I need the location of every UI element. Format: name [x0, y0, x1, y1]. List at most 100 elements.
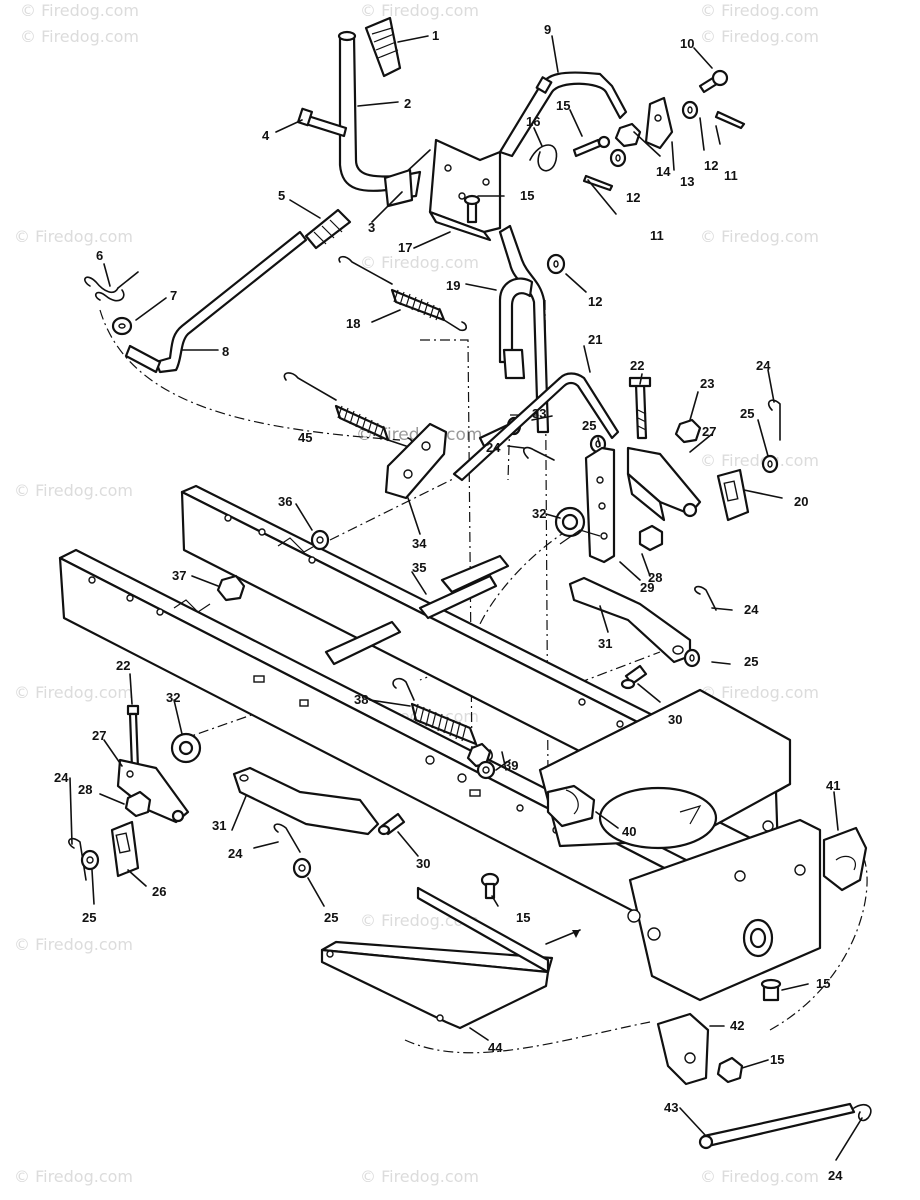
- frame-front: [627, 818, 822, 1002]
- bolt-15-upper: [572, 135, 611, 158]
- watermark-text: © Firedog.com: [700, 27, 819, 46]
- callout-8: 8: [222, 344, 229, 359]
- bolt-30-right: [620, 664, 648, 690]
- callout-24-right-mid: 24: [744, 602, 759, 617]
- pin-11-mid: [582, 174, 614, 192]
- callout-12-mid: 12: [626, 190, 640, 205]
- callout-11-mid: 11: [650, 228, 664, 243]
- brake-arm-31-right: [568, 576, 692, 664]
- bracket-41: [822, 826, 868, 892]
- pivot-plate-29: [584, 446, 616, 564]
- watermark-text: © Firedog.com: [700, 1167, 819, 1186]
- shift-plate-17: [428, 138, 502, 242]
- bolt-15-lower-mid: [480, 872, 500, 900]
- callout-33: 33: [532, 406, 546, 421]
- callout-22-left: 22: [116, 658, 130, 673]
- lever-26: [110, 820, 140, 878]
- callout-39: 39: [504, 758, 518, 773]
- nut-23: [674, 418, 702, 444]
- watermark-text: © Firedog.com: [700, 227, 819, 246]
- callout-20: 20: [794, 494, 808, 509]
- callout-24-center: 24: [486, 440, 501, 455]
- watermark-text: © Firedog.com: [14, 1167, 133, 1186]
- pulley-32-left: [170, 732, 202, 764]
- callout-labels: 1 2 3 4 5 6 7 8 9 10 11 11 12 12 12 13 1…: [54, 22, 843, 1183]
- lever-grip-5: [304, 208, 352, 250]
- callout-24-left-mid: 24: [228, 846, 243, 861]
- callout-28-left: 28: [78, 782, 92, 797]
- callout-18: 18: [346, 316, 360, 331]
- watermark-text: © Firedog.com: [360, 1, 479, 20]
- rod-21: [452, 372, 620, 482]
- callout-14: 14: [656, 164, 671, 179]
- watermark-text: © Firedog.com: [700, 1, 819, 20]
- bracket-42: [656, 1012, 710, 1086]
- spring-6: [84, 271, 139, 302]
- pin-24-right-top: [767, 399, 781, 441]
- callout-22-right: 22: [630, 358, 644, 373]
- nut-39: [466, 742, 507, 780]
- bracket-27-left: [116, 758, 190, 824]
- callout-26: 26: [152, 884, 166, 899]
- nut-28-left: [124, 790, 152, 818]
- callout-17: 17: [398, 240, 412, 255]
- bolt-15-front: [760, 978, 782, 1002]
- leader-lines: [69, 35, 863, 1161]
- watermark-text: © Firedog.com: [14, 935, 133, 954]
- washer-12-top: [681, 100, 699, 120]
- lever-19: [498, 224, 550, 434]
- callout-6: 6: [96, 248, 103, 263]
- callout-32-right: 32: [532, 506, 546, 521]
- bracket-40: [546, 784, 596, 828]
- bracket-34: [384, 422, 448, 500]
- pin-24-right-mid: [694, 585, 717, 611]
- bolt-15-plate: [463, 194, 481, 224]
- nut-28-right: [638, 524, 664, 552]
- callout-15-lower: 15: [516, 910, 530, 925]
- frame-plate: [538, 688, 792, 850]
- watermark-text: © Firedog.com: [20, 1, 139, 20]
- callout-16: 16: [526, 114, 540, 129]
- callout-13: 13: [680, 174, 694, 189]
- spring-18: [338, 255, 468, 332]
- callout-38: 38: [354, 692, 368, 707]
- callout-24-front: 24: [828, 1168, 843, 1183]
- lever-20: [716, 468, 750, 522]
- lever-grip-1: [364, 16, 402, 78]
- pin-24-front: [853, 1103, 872, 1122]
- callout-4: 4: [262, 128, 270, 143]
- washer-36: [310, 529, 330, 551]
- nut-37: [216, 574, 246, 602]
- callout-44: 44: [488, 1040, 503, 1055]
- callout-15-upper: 15: [556, 98, 570, 113]
- callout-15-plate: 15: [520, 188, 534, 203]
- watermarks: © Firedog.com © Firedog.com © Firedog.co…: [14, 1, 819, 1186]
- frame-crossmember: [440, 554, 510, 594]
- bolt-4: [296, 107, 348, 138]
- callout-1: 1: [432, 28, 439, 43]
- callout-31-right: 31: [598, 636, 612, 651]
- callout-28-right: 28: [648, 570, 662, 585]
- nut-15-front: [716, 1056, 744, 1084]
- watermark-text: © Firedog.com: [14, 683, 133, 702]
- callout-10: 10: [680, 36, 694, 51]
- nut-14: [609, 122, 642, 168]
- callout-41: 41: [826, 778, 840, 793]
- pulley-32-right: [554, 506, 601, 545]
- rod-43: [698, 1102, 856, 1150]
- watermark-text: © Firedog.com: [700, 683, 819, 702]
- watermark-text: © Firedog.com: [360, 1167, 479, 1186]
- callout-11-top: 11: [724, 168, 738, 183]
- drawbar-44: [320, 886, 581, 1030]
- shift-rod-8: [124, 230, 308, 374]
- callout-24-right-top: 24: [756, 358, 771, 373]
- bracket-27-right: [626, 446, 702, 522]
- callout-15-bottom: 15: [770, 1052, 784, 1067]
- link-13: [644, 96, 674, 150]
- washer-25-left: [80, 849, 100, 871]
- callout-15-front: 15: [816, 976, 830, 991]
- callout-12-top: 12: [704, 158, 718, 173]
- watermark-text: © Firedog.com: [14, 481, 133, 500]
- brake-arm-31-left: [232, 766, 380, 836]
- callout-19: 19: [446, 278, 460, 293]
